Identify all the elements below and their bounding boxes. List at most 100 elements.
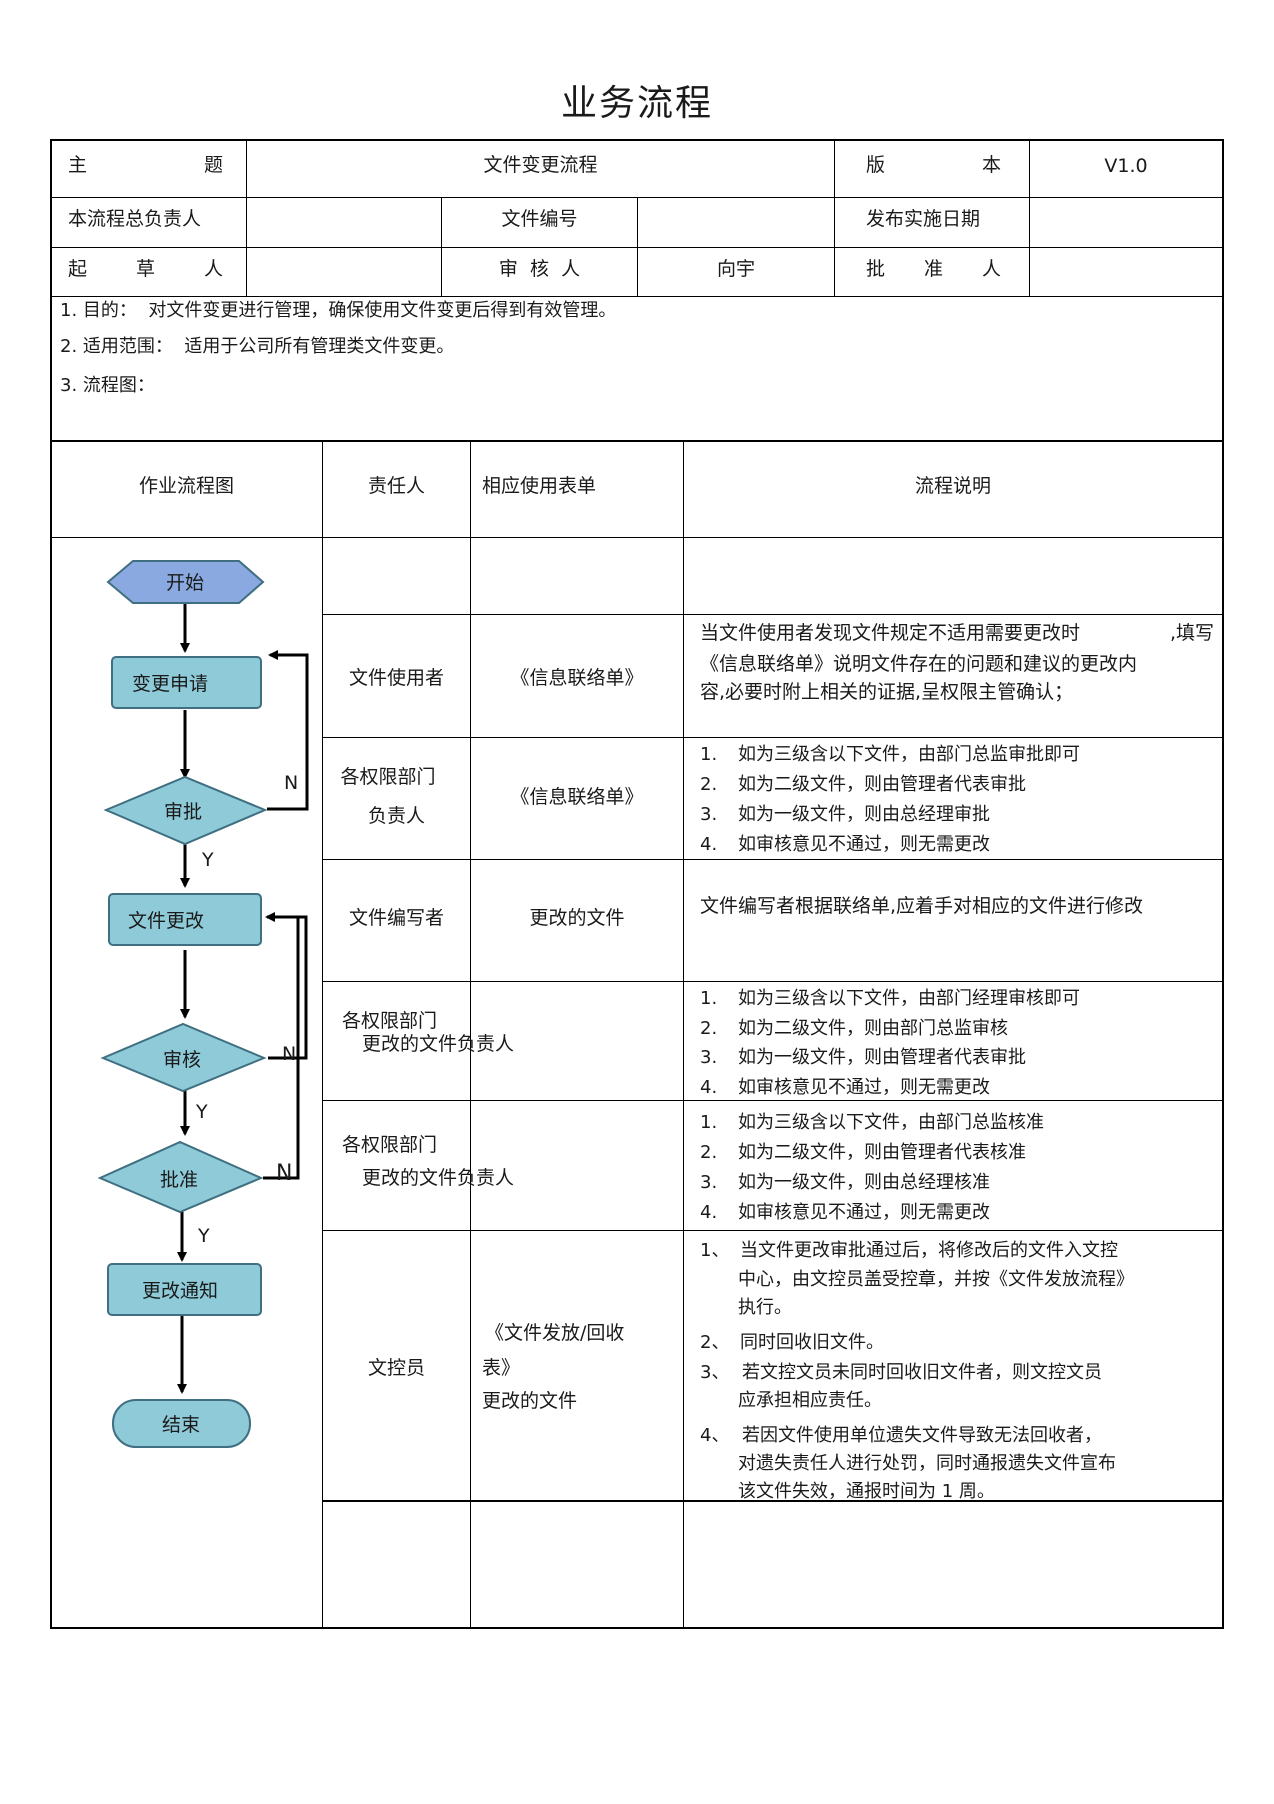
flowchart: 开始 变更申请 审批 文件更改 审核 批准 更改通知 结束 N Y N Y N …: [97, 560, 309, 1448]
authorize-yes-label: Y: [197, 1225, 210, 1247]
row6-item3-line1: 若文控文员未同时回收旧文件者，则文控文员: [742, 1362, 1102, 1383]
modify-node: [108, 893, 262, 946]
step-text: 如为三级含以下文件，由部门总监审批即可: [738, 744, 1080, 765]
authorize-node: [97, 1140, 264, 1214]
row6-item2-line1: 同时回收旧文件。: [740, 1332, 884, 1353]
step-number: 2.: [700, 1142, 718, 1163]
step-number: 3.: [700, 1172, 718, 1193]
subject-value: 文件变更流程: [483, 154, 598, 176]
row2-step4: 4. 如审核意见不通过，则无需更改: [700, 830, 990, 860]
review-yes-label: Y: [195, 1101, 208, 1123]
step-number: 3.: [700, 1047, 718, 1068]
step-text: 如为一级文件，则由总经理审批: [738, 804, 990, 825]
row6-owner: 文控员: [367, 1357, 425, 1379]
row5-step4: 4.如审核意见不通过，则无需更改: [700, 1198, 990, 1228]
drafter-label-3: 人: [204, 258, 224, 280]
review-node: [100, 1022, 267, 1093]
row1-desc-line1: 当文件使用者发现文件规定不适用需要更改时: [700, 622, 1081, 644]
row4-step2: 2.如为二级文件，则由部门总监审核: [700, 1014, 1008, 1044]
row2-step3: 3. 如为一级文件，则由总经理审批: [700, 800, 990, 830]
step-number: 2.: [700, 774, 718, 795]
row6-item2-num: 2、: [700, 1332, 730, 1353]
row2-owner-line2: 负责人: [367, 805, 425, 827]
notify-node: [107, 1263, 262, 1316]
row5-step2: 2. 如为二级文件，则由管理者代表核准: [700, 1138, 1026, 1168]
step-text: 如为三级含以下文件，由部门总监核准: [738, 1112, 1044, 1133]
row3-form: 更改的文件: [529, 907, 625, 929]
apply-node: [111, 656, 262, 709]
step-text: 如审核意见不通过，则无需更改: [738, 834, 990, 855]
row1-desc-line2: 《信息联络单》说明文件存在的问题和建议的更改内: [700, 653, 1138, 675]
row2-owner-line1: 各权限部门: [340, 766, 436, 788]
subject-label-left: 主: [68, 154, 88, 176]
row6-form-line3: 更改的文件: [482, 1390, 578, 1412]
step-text: 如审核意见不通过，则无需更改: [738, 1202, 990, 1223]
release-date-label: 发布实施日期: [866, 208, 981, 230]
row6-form-line2: 表》: [482, 1357, 521, 1379]
row2-form: 《信息联络单》: [510, 786, 644, 808]
col-header-owner: 责任人: [367, 475, 425, 497]
row6-item1-line1: 当文件更改审批通过后，将修改后的文件入文控: [740, 1240, 1118, 1261]
step-text: 如为一级文件，则由管理者代表审批: [738, 1047, 1026, 1068]
col-header-form: 相应使用表单: [482, 475, 597, 497]
end-label: 结束: [162, 1414, 200, 1436]
flow-text: 3. 流程图：: [60, 375, 155, 396]
col-header-chart: 作业流程图: [138, 475, 234, 497]
row4-owner-line2: 更改的文件负责人: [362, 1033, 515, 1055]
row6-item4-line1: 若因文件使用单位遗失文件导致无法回收者，: [742, 1425, 1102, 1446]
drafter-label-1: 起: [68, 258, 88, 280]
step-number: 1.: [700, 988, 718, 1009]
row5-owner-line1: 各权限部门: [342, 1134, 438, 1156]
step-text: 如为二级文件，则由管理者代表审批: [738, 774, 1026, 795]
row3-desc: 文件编写者根据联络单,应着手对相应的文件进行修改: [700, 895, 1144, 917]
version-label-left: 版: [866, 154, 886, 176]
subject-label-right: 题: [204, 154, 224, 176]
drafter-label-2: 草: [136, 258, 156, 280]
col-header-desc: 流程说明: [914, 475, 991, 497]
row4-step1: 1.如为三级含以下文件，由部门经理审核即可: [700, 984, 1080, 1014]
row2-step2: 2. 如为二级文件，则由管理者代表审批: [700, 770, 1026, 800]
row1-form: 《信息联络单》: [510, 667, 644, 689]
step-number: 4.: [700, 834, 718, 855]
step-text: 如审核意见不通过，则无需更改: [738, 1077, 990, 1098]
approve-yes-label: Y: [201, 849, 214, 871]
step-text: 如为一级文件，则由总经理核准: [738, 1172, 990, 1193]
row5-owner-line2: 更改的文件负责人: [362, 1167, 515, 1189]
start-label: 开始: [166, 572, 204, 594]
row6-item1-line3: 执行。: [738, 1297, 792, 1318]
approver-label-2: 准: [924, 258, 944, 280]
step-number: 3.: [700, 804, 718, 825]
approve-label: 审批: [164, 801, 202, 823]
row3-owner: 文件编写者: [348, 907, 444, 929]
row6-item4-num: 4、: [700, 1425, 730, 1446]
row5-step3: 3. 如为一级文件，则由总经理核准: [700, 1168, 990, 1198]
approve-node: [103, 775, 268, 846]
review-label: 审核: [163, 1049, 201, 1071]
approver-label-1: 批: [866, 258, 886, 280]
reviewer-value: 向宇: [716, 258, 755, 280]
row5-step1: 1. 如为三级含以下文件，由部门总监核准: [700, 1108, 1044, 1138]
row1-desc-line3: 容,必要时附上相关的证据,呈权限主管确认；: [700, 681, 1074, 703]
row1-owner: 文件使用者: [348, 667, 444, 689]
doc-no-label: 文件编号: [501, 208, 578, 230]
authorize-no-label: N: [276, 1161, 292, 1186]
approve-no-label: N: [284, 772, 298, 794]
approver-label-3: 人: [982, 258, 1002, 280]
step-number: 1.: [700, 1112, 718, 1133]
step-text: 如为二级文件，则由管理者代表核准: [738, 1142, 1026, 1163]
modify-label: 文件更改: [128, 910, 204, 932]
row4-step3: 3. 如为一级文件，则由管理者代表审批: [700, 1043, 1026, 1073]
owner-label: 本流程总负责人: [68, 208, 202, 230]
start-node: [106, 560, 265, 604]
step-number: 4.: [700, 1077, 718, 1098]
page-title: 业务流程: [560, 83, 713, 124]
row6-item1-num: 1、: [700, 1240, 730, 1261]
row4-step4: 4. 如审核意见不通过，则无需更改: [700, 1073, 990, 1103]
version-value: V1.0: [1104, 155, 1148, 177]
end-node: [112, 1399, 251, 1448]
row2-step1: 1.如为三级含以下文件，由部门总监审批即可: [700, 740, 1080, 770]
version-label-right: 本: [982, 154, 1002, 176]
row6-item1-line2: 中心，由文控员盖受控章，并按《文件发放流程》: [738, 1269, 1134, 1290]
step-text: 如为二级文件，则由部门总监审核: [738, 1018, 1008, 1039]
reviewer-label: 审 核 人: [498, 258, 581, 280]
